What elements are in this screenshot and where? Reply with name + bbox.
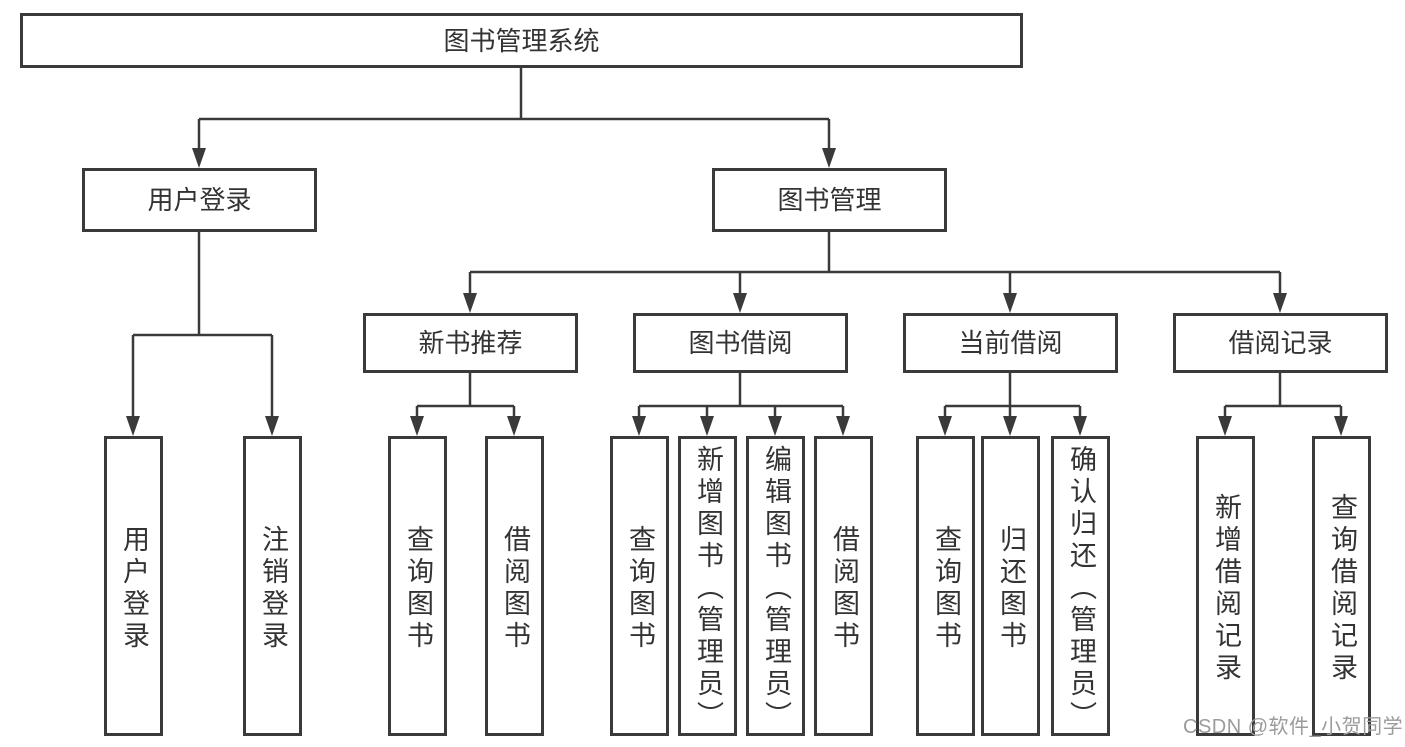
arrowhead-icons bbox=[126, 148, 1348, 436]
node-label: 图书借阅 bbox=[688, 328, 793, 358]
arrow-down-icon bbox=[1334, 416, 1348, 436]
node-label: 归还图书 bbox=[996, 524, 1026, 653]
node-label: 新增图书（管理员） bbox=[693, 444, 723, 733]
arrow-down-icon bbox=[410, 416, 424, 436]
arrow-down-icon bbox=[126, 416, 140, 436]
node-edit-books-admin: 编辑图书（管理员） bbox=[746, 436, 805, 736]
node-label: 注销登录 bbox=[258, 524, 288, 653]
node-label: 编辑图书（管理员） bbox=[761, 444, 791, 733]
node-query-books-recommend: 查询图书 bbox=[388, 436, 447, 736]
connector-path bbox=[131, 68, 1343, 418]
node-current-borrowing: 当前借阅 bbox=[903, 313, 1118, 373]
arrow-down-icon bbox=[192, 148, 206, 168]
node-label: 查询图书 bbox=[625, 524, 655, 653]
node-new-book-recommendation: 新书推荐 bbox=[363, 313, 578, 373]
arrow-down-icon bbox=[1003, 416, 1017, 436]
node-logout-action: 注销登录 bbox=[243, 436, 302, 736]
arrow-down-icon bbox=[1218, 416, 1232, 436]
node-label: 查询图书 bbox=[403, 524, 433, 653]
node-add-borrow-record: 新增借阅记录 bbox=[1196, 436, 1255, 736]
arrow-down-icon bbox=[836, 416, 850, 436]
arrow-down-icon bbox=[463, 293, 477, 313]
node-label: 借阅图书 bbox=[500, 524, 530, 653]
node-query-borrow-record: 查询借阅记录 bbox=[1312, 436, 1371, 736]
node-label: 用户登录 bbox=[147, 185, 252, 215]
arrow-down-icon bbox=[822, 148, 836, 168]
node-label: 借阅图书 bbox=[829, 524, 859, 653]
node-confirm-return-admin: 确认归还（管理员） bbox=[1051, 436, 1110, 736]
node-borrowing-records: 借阅记录 bbox=[1173, 313, 1388, 373]
arrow-down-icon bbox=[1003, 293, 1017, 313]
node-label: 查询借阅记录 bbox=[1327, 492, 1357, 685]
node-label: 图书管理 bbox=[777, 185, 882, 215]
node-borrow-books-borrowing: 借阅图书 bbox=[814, 436, 873, 736]
arrow-down-icon bbox=[265, 416, 279, 436]
arrow-down-icon bbox=[507, 416, 521, 436]
node-label: 当前借阅 bbox=[958, 328, 1063, 358]
node-user-login-action: 用户登录 bbox=[104, 436, 163, 736]
arrow-down-icon bbox=[938, 416, 952, 436]
node-label: 查询图书 bbox=[931, 524, 961, 653]
node-label: 用户登录 bbox=[119, 524, 149, 653]
watermark-text: CSDN @软件_小贺同学 bbox=[1183, 716, 1404, 738]
arrow-down-icon bbox=[632, 416, 646, 436]
node-label: 新增借阅记录 bbox=[1211, 492, 1241, 685]
node-library-system: 图书管理系统 bbox=[20, 13, 1023, 68]
node-return-books: 归还图书 bbox=[981, 436, 1040, 736]
node-query-books-borrowing: 查询图书 bbox=[610, 436, 669, 736]
node-label: 借阅记录 bbox=[1228, 328, 1333, 358]
node-book-management-module: 图书管理 bbox=[712, 168, 947, 232]
node-label: 新书推荐 bbox=[418, 328, 523, 358]
arrow-down-icon bbox=[1073, 416, 1087, 436]
node-query-books-current: 查询图书 bbox=[916, 436, 975, 736]
arrow-down-icon bbox=[733, 293, 747, 313]
node-label: 图书管理系统 bbox=[443, 25, 600, 56]
arrow-down-icon bbox=[768, 416, 782, 436]
node-user-login-module: 用户登录 bbox=[82, 168, 317, 232]
node-book-borrowing: 图书借阅 bbox=[633, 313, 848, 373]
arrow-down-icon bbox=[1273, 293, 1287, 313]
node-borrow-books-recommend: 借阅图书 bbox=[485, 436, 544, 736]
node-label: 确认归还（管理员） bbox=[1066, 444, 1096, 733]
node-add-books-admin: 新增图书（管理员） bbox=[678, 436, 737, 736]
arrow-down-icon bbox=[700, 416, 714, 436]
